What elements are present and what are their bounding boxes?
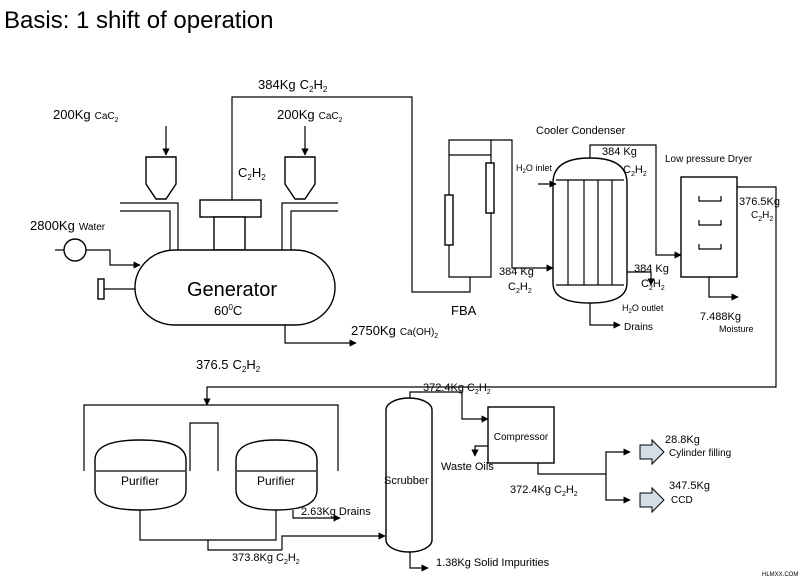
purifier-2-label: Purifier xyxy=(257,474,295,488)
purifier-outlet-trunk xyxy=(207,540,282,551)
purifier-vessel-1 xyxy=(94,439,187,511)
condenser-outlet-gas: C2H2 xyxy=(623,164,647,178)
scrubber-to-compressor-arrow xyxy=(409,391,489,423)
water-feed-arrow xyxy=(86,249,141,269)
dryer-tray xyxy=(698,244,722,250)
moisture-outlet-arrow xyxy=(708,277,739,301)
watermark: HLMXX.COM xyxy=(762,572,798,578)
generator-nozzle xyxy=(213,216,246,251)
cooler-condenser-vessel xyxy=(552,157,628,304)
cooler-condenser-label: Cooler Condenser xyxy=(536,125,626,137)
moisture-qty: 7.488Kg xyxy=(700,311,741,323)
agitator-motor-icon xyxy=(97,278,105,300)
ccd-arrow-icon xyxy=(639,486,665,514)
purifier-feed-header xyxy=(83,404,339,471)
purifier-drains-label: 2.63Kg Drains xyxy=(301,506,371,518)
scrubber-column xyxy=(385,397,433,553)
generator-vessel xyxy=(134,249,336,326)
condenser-to-dryer-line xyxy=(589,144,682,259)
purifier-to-scrubber-arrow xyxy=(281,532,386,550)
generator-nozzle-flange xyxy=(199,199,262,218)
chute-left-outer xyxy=(120,202,179,250)
h2o-outlet-arrow xyxy=(627,271,655,286)
ccd-qty: 347.5Kg xyxy=(669,480,710,492)
solid-impurities-label: 1.38Kg Solid Impurities xyxy=(436,557,550,569)
fba-outlet-gas: C2H2 xyxy=(508,281,532,295)
waste-oils-label: Waste Oils xyxy=(441,461,494,473)
fba-column-right xyxy=(485,162,495,214)
chute-right-outer xyxy=(281,202,338,250)
water-pump-icon xyxy=(63,238,87,262)
fba-frame xyxy=(448,139,492,278)
dryer-to-purifier-line xyxy=(203,186,777,406)
condenser-outlet-qty: 384 Kg xyxy=(602,146,637,158)
purifier-interconnect xyxy=(189,422,219,471)
purifier-vessel-2 xyxy=(235,439,318,511)
solid-impurities-arrow xyxy=(409,552,429,572)
purifier-outlet-header xyxy=(139,510,277,541)
h2o-outlet-label: H2O outlet xyxy=(622,303,664,315)
generator-label: Generator xyxy=(187,279,277,301)
compressor-label: Compressor xyxy=(494,432,549,443)
to-ccd-arrow xyxy=(605,474,631,504)
compressor-outlet-line xyxy=(537,463,606,475)
carbide-hopper-right xyxy=(284,156,316,200)
compressor-box xyxy=(487,406,555,464)
purifier-1-label: Purifier xyxy=(121,474,159,488)
generator-gas-label: C2H2 xyxy=(238,165,266,182)
carbide-hopper-left xyxy=(145,156,177,200)
ccd-label: CCD xyxy=(671,495,693,506)
dryer-tray xyxy=(698,196,722,202)
generator-temperature: 600C xyxy=(214,303,242,318)
scrubber-label: Scrubber xyxy=(384,475,429,487)
fba-label: FBA xyxy=(451,303,477,318)
acetylene-main-line xyxy=(231,96,471,293)
dryer-vessel xyxy=(680,176,738,278)
moisture-label: Moisture xyxy=(719,324,754,334)
dryer-inlet-gas: C2H2 xyxy=(641,278,665,292)
dryer-tray xyxy=(698,220,722,226)
purifier-drains-arrow xyxy=(292,510,341,522)
condenser-drains-arrow xyxy=(589,303,621,329)
page-title: Basis: 1 shift of operation xyxy=(4,7,273,34)
cylinder-qty: 28.8Kg xyxy=(665,434,700,446)
dryer-label: Low pressure Dryer xyxy=(665,154,753,165)
h2o-inlet-label: H2O inlet xyxy=(516,163,552,175)
cylinder-label: Cylinder filling xyxy=(669,448,731,459)
dryer-outlet-gas: C2H2 xyxy=(751,210,773,223)
to-cylinder-arrow xyxy=(605,448,631,474)
cylinder-filling-arrow-icon xyxy=(639,438,665,466)
fba-outlet-qty: 384 Kg xyxy=(499,266,534,278)
chute-right-inner xyxy=(290,210,338,250)
dryer-outlet-qty: 376.5Kg xyxy=(739,196,780,208)
condenser-drains-label: Drains xyxy=(624,322,653,333)
dryer-inlet-qty: 384 Kg xyxy=(634,263,669,275)
fba-to-condenser-line xyxy=(491,139,554,272)
lime-outlet-arrow xyxy=(284,325,357,347)
chute-left-inner xyxy=(120,210,171,250)
waste-oils-arrow xyxy=(471,445,488,457)
fba-column-left xyxy=(444,194,454,246)
